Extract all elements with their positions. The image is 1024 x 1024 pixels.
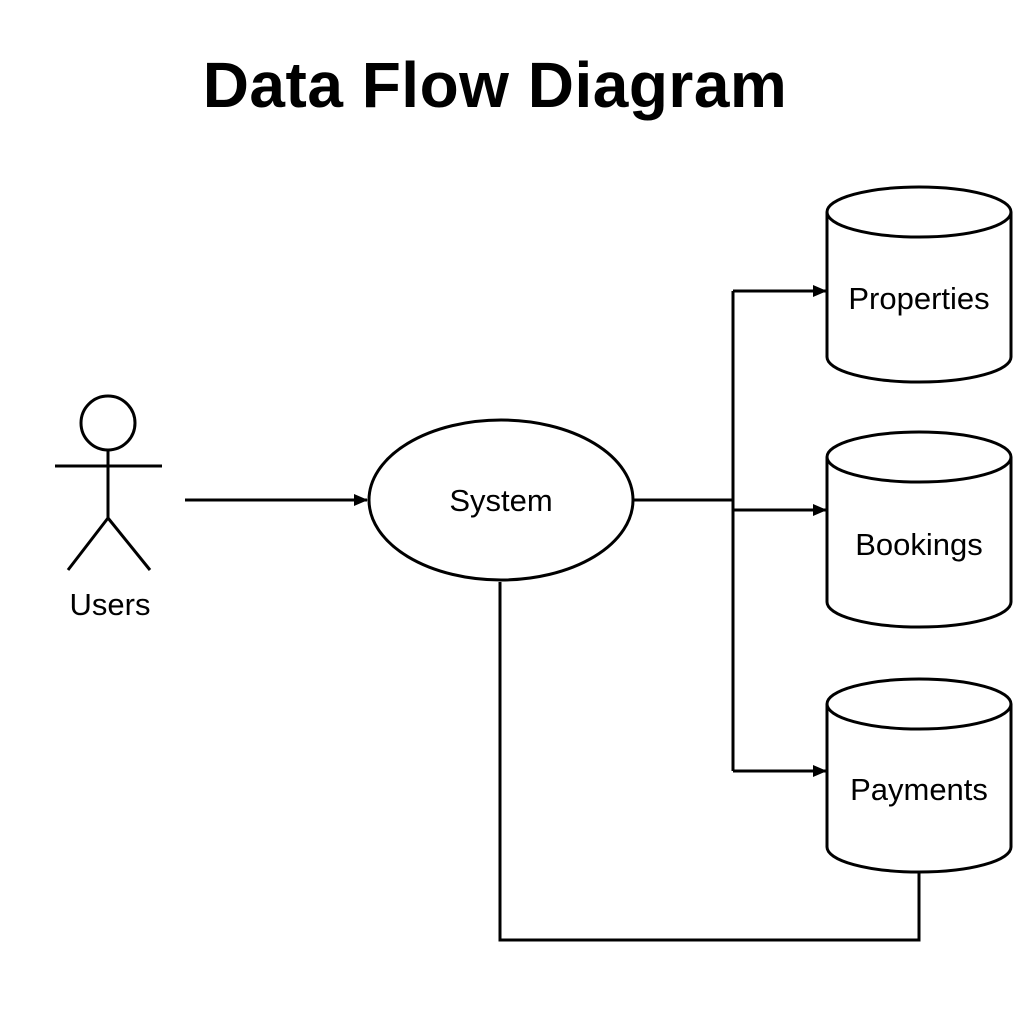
users-label: Users: [70, 587, 151, 622]
flow-payments-to-system: [498, 582, 921, 942]
diagram-title: Data Flow Diagram: [202, 49, 788, 121]
bookings-store: Bookings: [825, 430, 1013, 629]
system-process: System: [367, 418, 635, 582]
flow-system-to-stores: [633, 285, 827, 777]
person-icon: [55, 394, 162, 571]
database-icon: [825, 185, 1013, 384]
database-icon: [825, 430, 1013, 629]
bookings-label: Bookings: [855, 527, 983, 562]
properties-label: Properties: [848, 281, 989, 316]
database-icon: [825, 677, 1013, 874]
payments-store: Payments: [825, 677, 1013, 874]
properties-store: Properties: [825, 185, 1013, 384]
users-actor: Users: [55, 394, 162, 622]
system-label: System: [449, 483, 552, 518]
payments-label: Payments: [850, 772, 988, 807]
